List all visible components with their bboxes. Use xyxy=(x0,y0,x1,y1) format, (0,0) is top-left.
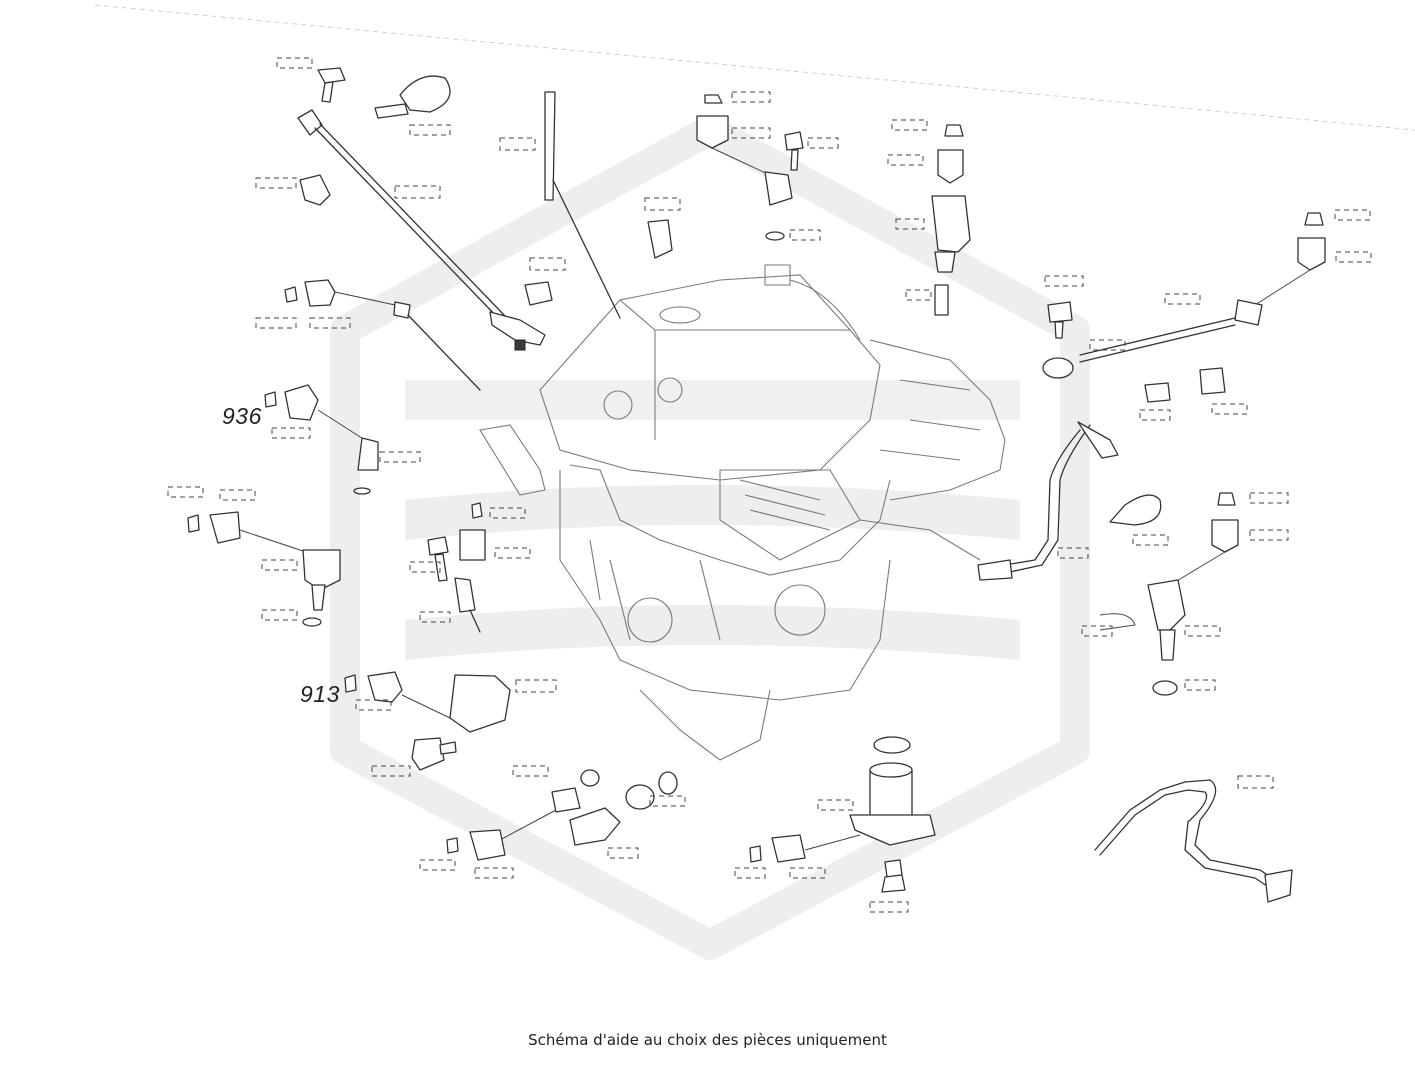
exhaust-gas-sensor-icon xyxy=(1094,775,1293,903)
crankshaft-sensor-icon xyxy=(409,502,531,633)
knock-sensor-icon xyxy=(1042,209,1372,379)
temperature-probe-icon xyxy=(297,109,546,351)
callout-913[interactable]: 913 xyxy=(300,681,340,707)
diagram-caption: Schéma d'aide au choix des pièces unique… xyxy=(528,1031,887,1049)
connector-clip-icon xyxy=(524,197,681,306)
callout-936[interactable]: 936 xyxy=(222,403,262,429)
oil-level-sensor-icon xyxy=(887,119,971,316)
hose-clip-icon xyxy=(1139,367,1248,421)
camshaft-sensor-icon xyxy=(167,486,341,627)
oil-dipstick-icon xyxy=(499,91,621,319)
map-sensor-icon xyxy=(344,671,557,777)
glow-plug-icon xyxy=(255,279,481,391)
coolant-temperature-sensor-icon xyxy=(1081,492,1289,696)
speed-sensor-icon xyxy=(419,765,686,879)
bolt-icon xyxy=(276,57,346,103)
thermostat-housing-icon xyxy=(734,736,936,913)
cable-tie-icon xyxy=(374,75,451,136)
engine-block-icon xyxy=(479,264,1006,761)
clip-icon xyxy=(255,174,331,206)
position-sensor-icon xyxy=(696,91,839,241)
pressure-sensor-icon xyxy=(264,384,421,495)
exhaust-temperature-sensor-icon xyxy=(977,421,1169,581)
hexagon-logo-watermark-icon xyxy=(330,115,1090,960)
